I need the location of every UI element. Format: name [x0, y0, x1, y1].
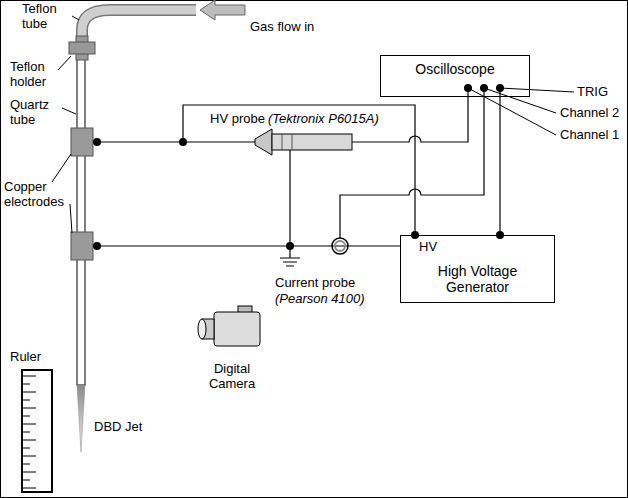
- leader-line: [72, 16, 79, 20]
- channel2-wire: [340, 88, 484, 238]
- oscilloscope-box: Oscilloscope: [380, 55, 530, 97]
- leader-line: [468, 88, 556, 135]
- gas-arrow: [200, 0, 245, 20]
- leader-line: [500, 88, 574, 92]
- ground-wire: [93, 245, 400, 246]
- part-label: Current probe: [275, 276, 355, 291]
- plasma-jet: [77, 385, 85, 452]
- ground-symbol: [280, 258, 300, 266]
- terminal-dot: [480, 84, 488, 92]
- ruler-tick: [22, 376, 36, 377]
- leader-line: [62, 108, 76, 114]
- camera-lens: [198, 319, 206, 339]
- teflon-tube-inner: [82, 10, 196, 40]
- part-label: DBD Jet: [94, 420, 142, 435]
- copper-electrode: [71, 232, 93, 260]
- probe-ground-wire: [289, 150, 290, 258]
- ruler-tick: [22, 440, 36, 441]
- terminal-dot: [464, 84, 472, 92]
- ruler-tick: [22, 424, 36, 425]
- ruler: [22, 370, 52, 492]
- terminal-dot: [496, 84, 504, 92]
- signal-label: Channel 2: [560, 106, 619, 121]
- ruler-tick: [22, 464, 30, 465]
- ruler-tick: [22, 472, 36, 473]
- signal-label: Channel 1: [560, 128, 619, 143]
- current-probe: [332, 238, 348, 254]
- current-probe: [335, 241, 345, 251]
- ruler-tick: [22, 408, 36, 409]
- part-label: HV probe: [210, 112, 265, 127]
- junction-dot: [93, 138, 101, 146]
- part-label: Teflon tube: [22, 2, 72, 32]
- part-label: Digital Camera: [200, 362, 264, 392]
- hv-probe-band: [282, 134, 292, 150]
- junction-dot: [93, 242, 101, 250]
- copper-electrode: [71, 128, 93, 156]
- ruler-tick: [22, 448, 30, 449]
- leader-line: [52, 154, 71, 182]
- part-label: Ruler: [10, 350, 41, 365]
- leader-line: [58, 56, 71, 70]
- ruler-tick: [22, 384, 30, 385]
- node-label: Oscilloscope: [415, 61, 494, 77]
- ruler-tick: [22, 400, 30, 401]
- leader-line: [484, 88, 556, 113]
- ruler-tick: [22, 488, 36, 489]
- signal-wire: [499, 97, 500, 235]
- ruler-tick: [22, 456, 36, 457]
- model-label: (Tektronix P6015A): [268, 112, 379, 127]
- flow-label: Gas flow in: [250, 20, 314, 35]
- ruler-tick: [22, 392, 36, 393]
- ruler-tick: [22, 416, 30, 417]
- ruler-tick: [22, 432, 30, 433]
- quartz-tube: [77, 56, 85, 385]
- hv-probe: [255, 129, 272, 155]
- terminal-label: HV: [419, 240, 437, 255]
- camera: [214, 312, 260, 346]
- hv-wire: [183, 105, 415, 235]
- junction-dot: [179, 138, 187, 146]
- part-label: Copper electrodes: [4, 180, 74, 210]
- part-label: Teflon holder: [10, 60, 64, 90]
- leader-line: [70, 204, 72, 233]
- signal-label: TRIG: [577, 85, 608, 100]
- teflon-tube: [82, 10, 196, 40]
- model-label: (Pearson 4100): [275, 292, 365, 307]
- wire: [93, 141, 255, 142]
- node-label: High Voltage Generator: [420, 263, 535, 295]
- hv-probe: [272, 134, 352, 150]
- junction-dot: [286, 242, 294, 250]
- part-label: Quartz tube: [10, 98, 62, 128]
- teflon-holder: [69, 42, 95, 54]
- ruler-tick: [22, 480, 30, 481]
